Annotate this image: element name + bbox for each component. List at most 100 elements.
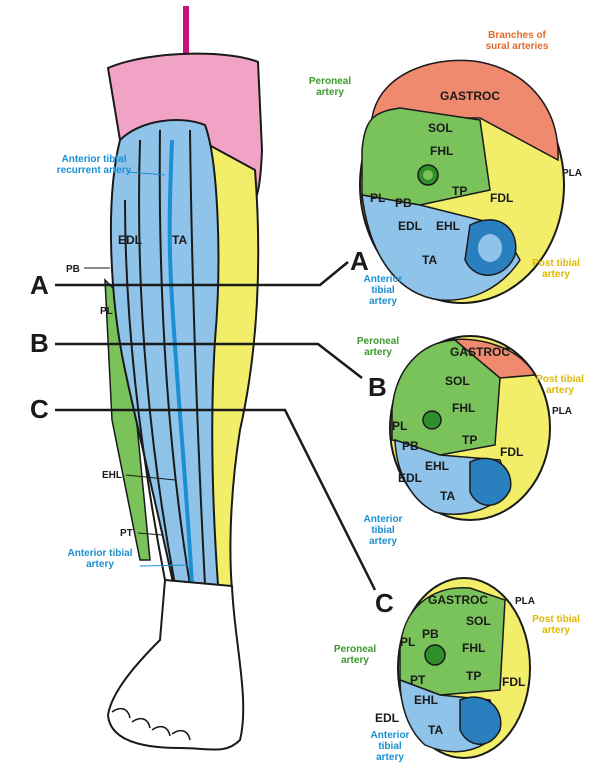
section-c-fdl-label: FDL	[502, 675, 525, 689]
section-a-fdl-label: FDL	[490, 191, 513, 205]
section-a-ta-label: TA	[422, 253, 437, 267]
section-b-tibia	[469, 457, 512, 506]
label-line: Branches of	[488, 30, 546, 41]
label-line: Post tibial	[532, 614, 580, 625]
label-line: artery	[341, 655, 369, 666]
section-b-tp-label: TP	[462, 433, 477, 447]
label-line: artery	[542, 269, 570, 280]
section-b-pb-label: PB	[402, 439, 419, 453]
section-a-pla-label: PLA	[562, 168, 582, 179]
label-line: sural arteries	[486, 41, 549, 52]
section-b-pl-label: PL	[392, 419, 407, 433]
section-c-pt-label: PT	[410, 673, 426, 687]
label-line: Post tibial	[536, 374, 584, 385]
section-b-fhl-label: FHL	[452, 401, 475, 415]
section-b-ta-label: TA	[440, 489, 455, 503]
section-c-letter: C	[375, 588, 394, 618]
label-line: artery	[316, 87, 344, 98]
level-label-b: B	[30, 328, 49, 358]
section-c-ehl-label: EHL	[414, 693, 438, 707]
section-c-edl-label: EDL	[375, 711, 399, 725]
level-label-c: C	[30, 394, 49, 424]
pin-rod	[183, 6, 189, 98]
section-a-edl-label: EDL	[398, 219, 422, 233]
label-line: artery	[546, 385, 574, 396]
label-line: artery	[369, 536, 397, 547]
section-b-fibula	[422, 410, 442, 430]
section-c-sol-label: SOL	[466, 614, 491, 628]
label-line: Anterior	[364, 514, 403, 525]
leg-label-pb: PB	[66, 264, 80, 275]
section-b-fdl-label: FDL	[500, 445, 523, 459]
label-line: artery	[86, 559, 114, 570]
leg-leader-recurrent	[127, 171, 166, 176]
level-line-a	[55, 261, 349, 287]
section-a-tibia-marrow	[478, 234, 502, 262]
section-b-letter: B	[368, 372, 387, 402]
label-line: artery	[542, 625, 570, 636]
label-line: Peroneal	[309, 76, 351, 87]
section-c-posterior-deep	[399, 587, 506, 696]
section-a-fibula-marrow	[423, 170, 433, 180]
foot	[106, 578, 245, 751]
label-line: Anterior tibial	[67, 548, 132, 559]
leg-leader-anterior-tibial	[139, 564, 189, 567]
label-line: Anterior	[371, 730, 410, 741]
section-a-pb-label: PB	[395, 196, 412, 210]
level-line-c	[55, 408, 377, 591]
section-b-pla-label: PLA	[552, 406, 572, 417]
leg-label-ehl: EHL	[102, 470, 122, 481]
section-b-edl-label: EDL	[398, 471, 422, 485]
section-a-fhl-label: FHL	[430, 144, 453, 158]
section-a-sol-label: SOL	[428, 121, 453, 135]
leg-leader-pt	[137, 532, 163, 536]
leg-label-edl: EDL	[118, 233, 142, 247]
label-line: Anterior	[364, 274, 403, 285]
section-a-tp-label: TP	[452, 184, 467, 198]
label-line: Peroneal	[357, 336, 399, 347]
section-c-fibula	[424, 644, 446, 666]
leg-label-pl: PL	[100, 306, 113, 317]
section-b-posterior-deep	[391, 339, 501, 456]
section-a-gastroc	[371, 59, 559, 162]
anterior-tibial-artery-line	[167, 139, 194, 586]
label-line: tibial	[371, 285, 395, 296]
section-c-fhl-label: FHL	[462, 641, 485, 655]
section-a-pl-label: PL	[370, 191, 385, 205]
tendon-lines	[124, 129, 206, 586]
label-line: Post tibial	[532, 258, 580, 269]
section-b-ehl-label: EHL	[425, 459, 449, 473]
toes	[111, 707, 191, 741]
section-a-posterior-deep	[361, 107, 491, 206]
leg-label-ta: TA	[172, 233, 187, 247]
label-line: artery	[369, 296, 397, 307]
level-line-b	[55, 342, 363, 379]
label-line: recurrent artery	[57, 165, 132, 176]
leg-leader-ehl	[125, 474, 176, 481]
section-b-sol-label: SOL	[445, 374, 470, 388]
label-line: tibial	[378, 741, 402, 752]
label-line: Anterior tibial	[61, 154, 126, 165]
label-line: artery	[364, 347, 392, 358]
leg-label-pt: PT	[120, 528, 133, 539]
section-c-tp-label: TP	[466, 669, 481, 683]
label-line: tibial	[371, 525, 395, 536]
label-line: Peroneal	[334, 644, 376, 655]
section-a-ehl-label: EHL	[436, 219, 460, 233]
level-label-a: A	[30, 270, 49, 300]
